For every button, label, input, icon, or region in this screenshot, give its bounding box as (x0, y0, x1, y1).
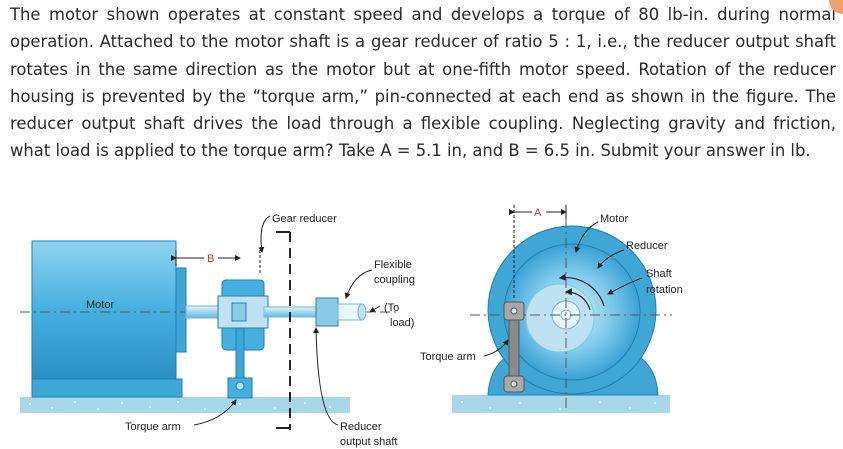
rotation-arrow-outer (558, 273, 605, 307)
torque-arm-right (503, 301, 525, 393)
label-gear-reducer: Gear reducer (272, 213, 337, 225)
motor-disc-right (487, 225, 657, 395)
label-load: load) (390, 317, 414, 329)
ground-right (452, 395, 670, 413)
label-b: B (207, 253, 214, 265)
label-torque-arm-right: Torque arm (420, 351, 476, 363)
rotation-arrow-inner (564, 288, 591, 311)
flexible-coupling (315, 297, 367, 327)
problem-statement: The motor shown operates at constant spe… (10, 5, 836, 161)
label-motor-left: Motor (86, 299, 114, 311)
label-torque-arm-left: Torque arm (125, 421, 181, 433)
label-reducer-right: Reducer (626, 240, 668, 252)
dimension-a: A (509, 205, 567, 300)
label-to: (To (384, 302, 399, 314)
label-motor-right: Motor (600, 213, 628, 225)
label-reducer-output: Reducer (340, 421, 382, 433)
label-rotation: rotation (646, 284, 683, 296)
label-output-shaft: output shaft (340, 436, 398, 448)
ground-left (20, 397, 350, 413)
motor-body (31, 240, 187, 398)
label-a: A (534, 207, 542, 219)
label-coupling: coupling (374, 274, 415, 286)
label-flexible: Flexible (374, 259, 412, 271)
torque-arm-left (227, 327, 253, 399)
label-shaft: Shaft (646, 268, 672, 280)
dimension-b: B (171, 250, 261, 275)
